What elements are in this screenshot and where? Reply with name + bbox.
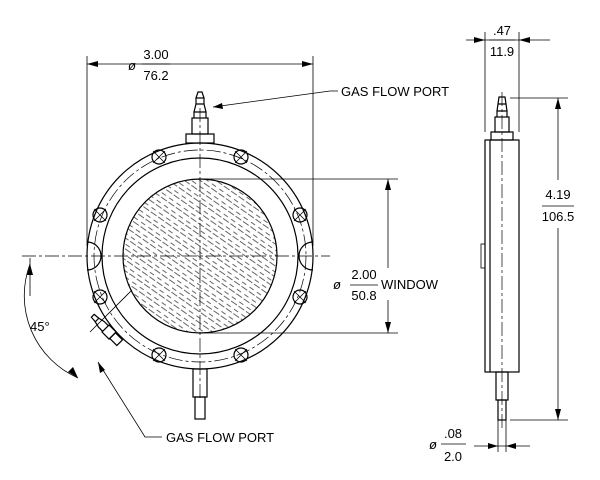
pd-prefix: ø	[429, 437, 437, 452]
angle-label: 45°	[30, 319, 50, 334]
th-arrow-right	[519, 37, 530, 43]
ht-mm: 106.5	[542, 209, 575, 224]
ht-arrow-bottom	[555, 409, 561, 420]
bolt-hole	[151, 347, 167, 363]
th-mm: 11.9	[490, 44, 514, 59]
bolt-hole	[92, 289, 108, 305]
wd-mm: 50.8	[351, 288, 376, 303]
pd-mm: 2.0	[444, 449, 462, 464]
bolt-hole	[292, 289, 308, 305]
wd-arrow-top	[385, 179, 391, 190]
bolt-hole	[292, 207, 308, 223]
bottom-port-label: GAS FLOW PORT	[166, 430, 274, 445]
angle-arc	[23, 263, 79, 379]
ht-arrow-top	[555, 98, 561, 109]
window-label: WINDOW	[381, 277, 439, 292]
bolt-hole	[233, 347, 249, 363]
bottom-stem	[192, 368, 208, 420]
ht-inches: 4.19	[545, 187, 570, 202]
pd-inches: .08	[444, 426, 462, 441]
th-inches: .47	[493, 23, 511, 38]
bottom-port-leader	[97, 361, 162, 438]
bolt-hole	[151, 149, 167, 165]
pd-arrow-right	[506, 443, 516, 449]
front-view: 45° ø 3.00 76.2 ø 2.00 50.8 WINDOW GAS F…	[22, 47, 449, 445]
bolt-hole	[92, 207, 108, 223]
fraction-bars	[142, 39, 574, 445]
bolt-hole	[233, 149, 249, 165]
top-gas-fitting	[185, 91, 215, 144]
od-arrow-right	[302, 61, 313, 67]
angle-arrow-top	[27, 264, 33, 275]
od-mm: 76.2	[143, 68, 168, 83]
side-top-fitting	[490, 96, 514, 141]
side-view: .47 11.9 4.19 106.5 ø .08 2.0	[429, 23, 574, 464]
top-port-arrow	[213, 103, 223, 109]
od-arrow-left	[87, 61, 98, 67]
angled-gas-fitting	[90, 313, 124, 347]
wd-arrow-bottom	[385, 322, 391, 333]
wd-prefix: ø	[333, 277, 341, 292]
bottom-port-arrow	[98, 362, 105, 373]
od-prefix: ø	[128, 58, 136, 73]
od-inches: 3.00	[143, 47, 168, 62]
top-port-leader	[212, 90, 338, 108]
wd-inches: 2.00	[351, 267, 376, 282]
angle-leg-line	[89, 289, 133, 333]
side-bump	[480, 243, 486, 269]
side-bottom-stem	[495, 371, 509, 421]
top-port-label: GAS FLOW PORT	[341, 84, 449, 99]
bolt-holes	[92, 149, 308, 363]
angle-arrow-bottom	[68, 367, 78, 378]
th-arrow-left	[474, 37, 485, 43]
pd-arrow-left	[488, 443, 498, 449]
